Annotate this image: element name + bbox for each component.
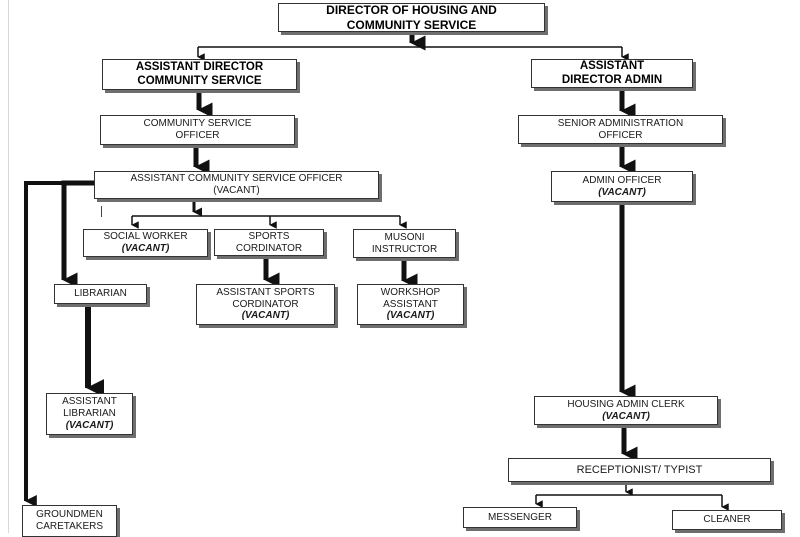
asst-librarian-line2: LIBRARIAN <box>63 408 116 420</box>
connector-director-split <box>197 31 629 61</box>
stray-tick-mark <box>101 206 102 217</box>
ad-community-line2: COMMUNITY SERVICE <box>137 74 262 87</box>
director-line1: DIRECTOR OF HOUSING AND <box>326 3 497 18</box>
workshop-line1: WORKSHOP <box>380 286 441 298</box>
asst-librarian-status: (VACANT) <box>65 419 114 431</box>
ad-community-line1: ASSISTANT DIRECTOR <box>135 60 264 73</box>
housing-clerk-status: (VACANT) <box>602 410 650 422</box>
connector-reception-split <box>535 482 729 511</box>
messenger-line1: MESSENGER <box>488 511 552 523</box>
asst-sports-line1: ASSISTANT SPORTS <box>216 286 315 298</box>
ad-admin-line2: DIRECTOR ADMIN <box>561 73 663 86</box>
cso-line1: COMMUNITY SERVICE <box>143 118 252 130</box>
director-line2: COMMUNITY SERVICE <box>346 17 477 32</box>
receptionist-line1: RECEPTIONIST/ TYPIST <box>576 463 703 476</box>
asst-librarian-line1: ASSISTANT <box>62 396 117 408</box>
librarian-line1: LIBRARIAN <box>74 288 127 300</box>
sports-box: SPORTS CORDINATOR <box>214 229 324 256</box>
groundmen-line2: CARETAKERS <box>35 521 104 532</box>
housing-clerk-line1: HOUSING ADMIN CLERK <box>567 398 685 410</box>
receptionist-box: RECEPTIONIST/ TYPIST <box>508 458 771 482</box>
cso-box: COMMUNITY SERVICE OFFICER <box>100 115 295 145</box>
cleaner-box: CLEANER <box>672 510 782 530</box>
sports-line1: SPORTS <box>248 230 290 242</box>
workshop-line2: ASSISTANT <box>383 298 438 310</box>
connector-acso-left-branches <box>24 180 94 507</box>
sao-line1: SENIOR ADMINISTRATION <box>557 117 684 129</box>
workshop-box: WORKSHOP ASSISTANT (VACANT) <box>357 284 464 325</box>
acso-box: ASSISTANT COMMUNITY SERVICE OFFICER (VAC… <box>94 171 379 199</box>
sports-line2: CORDINATOR <box>235 242 303 254</box>
acso-line1: ASSISTANT COMMUNITY SERVICE OFFICER <box>130 173 343 185</box>
asst-sports-line2: CORDINATOR <box>232 298 299 310</box>
admin-officer-line1: ADMIN OFFICER <box>582 174 662 186</box>
sao-line2: OFFICER <box>598 129 643 141</box>
page-border <box>8 0 9 533</box>
groundmen-line1: GROUNDMEN <box>36 509 103 521</box>
social-worker-status: (VACANT) <box>121 243 170 254</box>
messenger-box: MESSENGER <box>463 507 577 528</box>
cso-line2: OFFICER <box>175 130 220 141</box>
groundmen-box: GROUNDMEN CARETAKERS <box>22 505 117 537</box>
director-box: DIRECTOR OF HOUSING AND COMMUNITY SERVIC… <box>278 3 545 32</box>
librarian-box: LIBRARIAN <box>54 284 147 304</box>
admin-officer-status: (VACANT) <box>598 186 646 198</box>
asst-sports-box: ASSISTANT SPORTS CORDINATOR (VACANT) <box>196 284 335 325</box>
social-worker-box: SOCIAL WORKER (VACANT) <box>83 229 208 257</box>
admin-officer-box: ADMIN OFFICER (VACANT) <box>551 171 693 202</box>
asst-librarian-box: ASSISTANT LIBRARIAN (VACANT) <box>46 393 133 435</box>
ad-admin-box: ASSISTANT DIRECTOR ADMIN <box>531 59 693 88</box>
housing-clerk-box: HOUSING ADMIN CLERK (VACANT) <box>534 396 718 425</box>
ad-admin-line1: ASSISTANT <box>579 59 645 72</box>
social-worker-line1: SOCIAL WORKER <box>103 231 188 243</box>
acso-line2: (VACANT) <box>213 185 260 196</box>
workshop-status: (VACANT) <box>386 310 435 322</box>
sao-box: SENIOR ADMINISTRATION OFFICER <box>518 115 723 144</box>
ad-community-box: ASSISTANT DIRECTOR COMMUNITY SERVICE <box>102 59 297 90</box>
cleaner-line1: CLEANER <box>703 514 751 526</box>
connector-acso-split <box>131 198 407 229</box>
asst-sports-status: (VACANT) <box>241 310 290 322</box>
musoni-line1: MUSONI <box>384 231 425 243</box>
musoni-line2: INSTRUCTOR <box>371 243 438 255</box>
musoni-box: MUSONI INSTRUCTOR <box>353 229 456 258</box>
